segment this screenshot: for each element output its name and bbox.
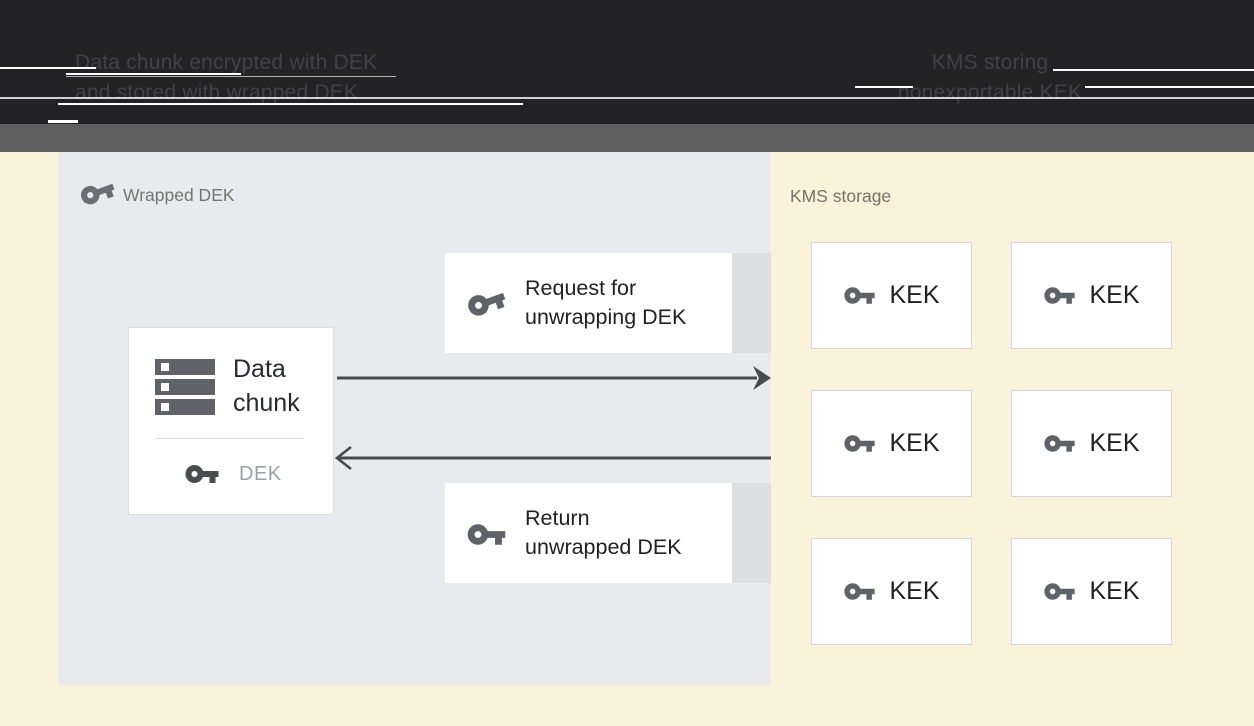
banner-caption-left: Data chunk encrypted with DEK and stored… [75,48,377,108]
scanline-artifact [66,76,396,77]
return-unwrapped-label: Return unwrapped DEK [525,504,682,562]
return-box-side-strip [732,483,771,583]
kek-label: KEK [889,429,940,457]
storage-bar [155,379,215,395]
arrow-left-head [334,445,352,471]
storage-bar-dot [161,363,169,371]
kms-storage-label: KMS storage [790,186,892,206]
storage-bar [155,399,215,415]
scanline-artifact [1085,86,1254,88]
data-chunk-box: Data chunk DEK [128,327,334,515]
kek-box: KEK [811,242,972,349]
request-unwrap-line1: Request for [525,276,637,300]
banner-caption-left-line1: Data chunk encrypted with DEK [75,51,378,74]
request-unwrap-box: Request for unwrapping DEK [445,253,732,353]
storage-stack-icon [155,359,215,419]
key-icon [1043,279,1076,312]
key-icon [843,575,876,608]
data-chunk-label: Data chunk [233,352,300,420]
wrapped-dek-zone: Wrapped DEK Data chunk DEK [59,152,771,685]
data-chunk-label-line2: chunk [233,389,300,417]
kek-label: KEK [889,281,940,309]
request-unwrap-label: Request for unwrapping DEK [525,274,686,332]
banner-caption-right-line1: KMS storing [931,51,1049,74]
return-unwrapped-line1: Return [525,506,590,530]
key-icon [843,279,876,312]
scanline-artifact [0,97,1254,99]
kek-box: KEK [1011,390,1172,497]
kek-box: KEK [1011,538,1172,645]
request-unwrap-line2: unwrapping DEK [525,305,687,329]
diagram-canvas: Wrapped DEK Data chunk DEK [0,152,1254,726]
storage-bar [155,359,215,375]
kek-label: KEK [1089,577,1140,605]
return-unwrapped-line2: unwrapped DEK [525,535,682,559]
arrow-right-head [753,366,771,390]
top-banner: Data chunk encrypted with DEK and stored… [0,0,1254,124]
wrapped-dek-label: Wrapped DEK [123,185,235,205]
scanline-artifact [855,86,913,88]
scanline-artifact [58,103,523,105]
return-unwrapped-box: Return unwrapped DEK [445,483,732,583]
key-icon [843,427,876,460]
data-chunk-label-line1: Data [233,355,286,383]
scanline-artifact [48,120,78,123]
storage-bar-dot [161,403,169,411]
storage-bar-dot [161,383,169,391]
kek-grid: KEK KEK KEK KEK KEK KEK [811,242,1172,645]
kek-label: KEK [889,577,940,605]
kek-box: KEK [811,538,972,645]
kek-label: KEK [1089,281,1140,309]
flow-arrows [334,366,771,471]
kek-box: KEK [1011,242,1172,349]
dek-label: DEK [239,463,282,485]
scanline-artifact [0,67,96,69]
banner-caption-right-line2: nonexportable KEK [897,81,1083,104]
key-icon [1043,427,1076,460]
scanline-artifact [66,73,241,75]
request-box-side-strip [732,253,771,353]
banner-caption-right: KMS storing nonexportable KEK [855,48,1125,108]
key-icon [1043,575,1076,608]
kek-label: KEK [1089,429,1140,457]
divider-line [156,438,304,439]
divider-bar [0,124,1254,152]
scanline-artifact [1053,69,1254,71]
kek-box: KEK [811,390,972,497]
